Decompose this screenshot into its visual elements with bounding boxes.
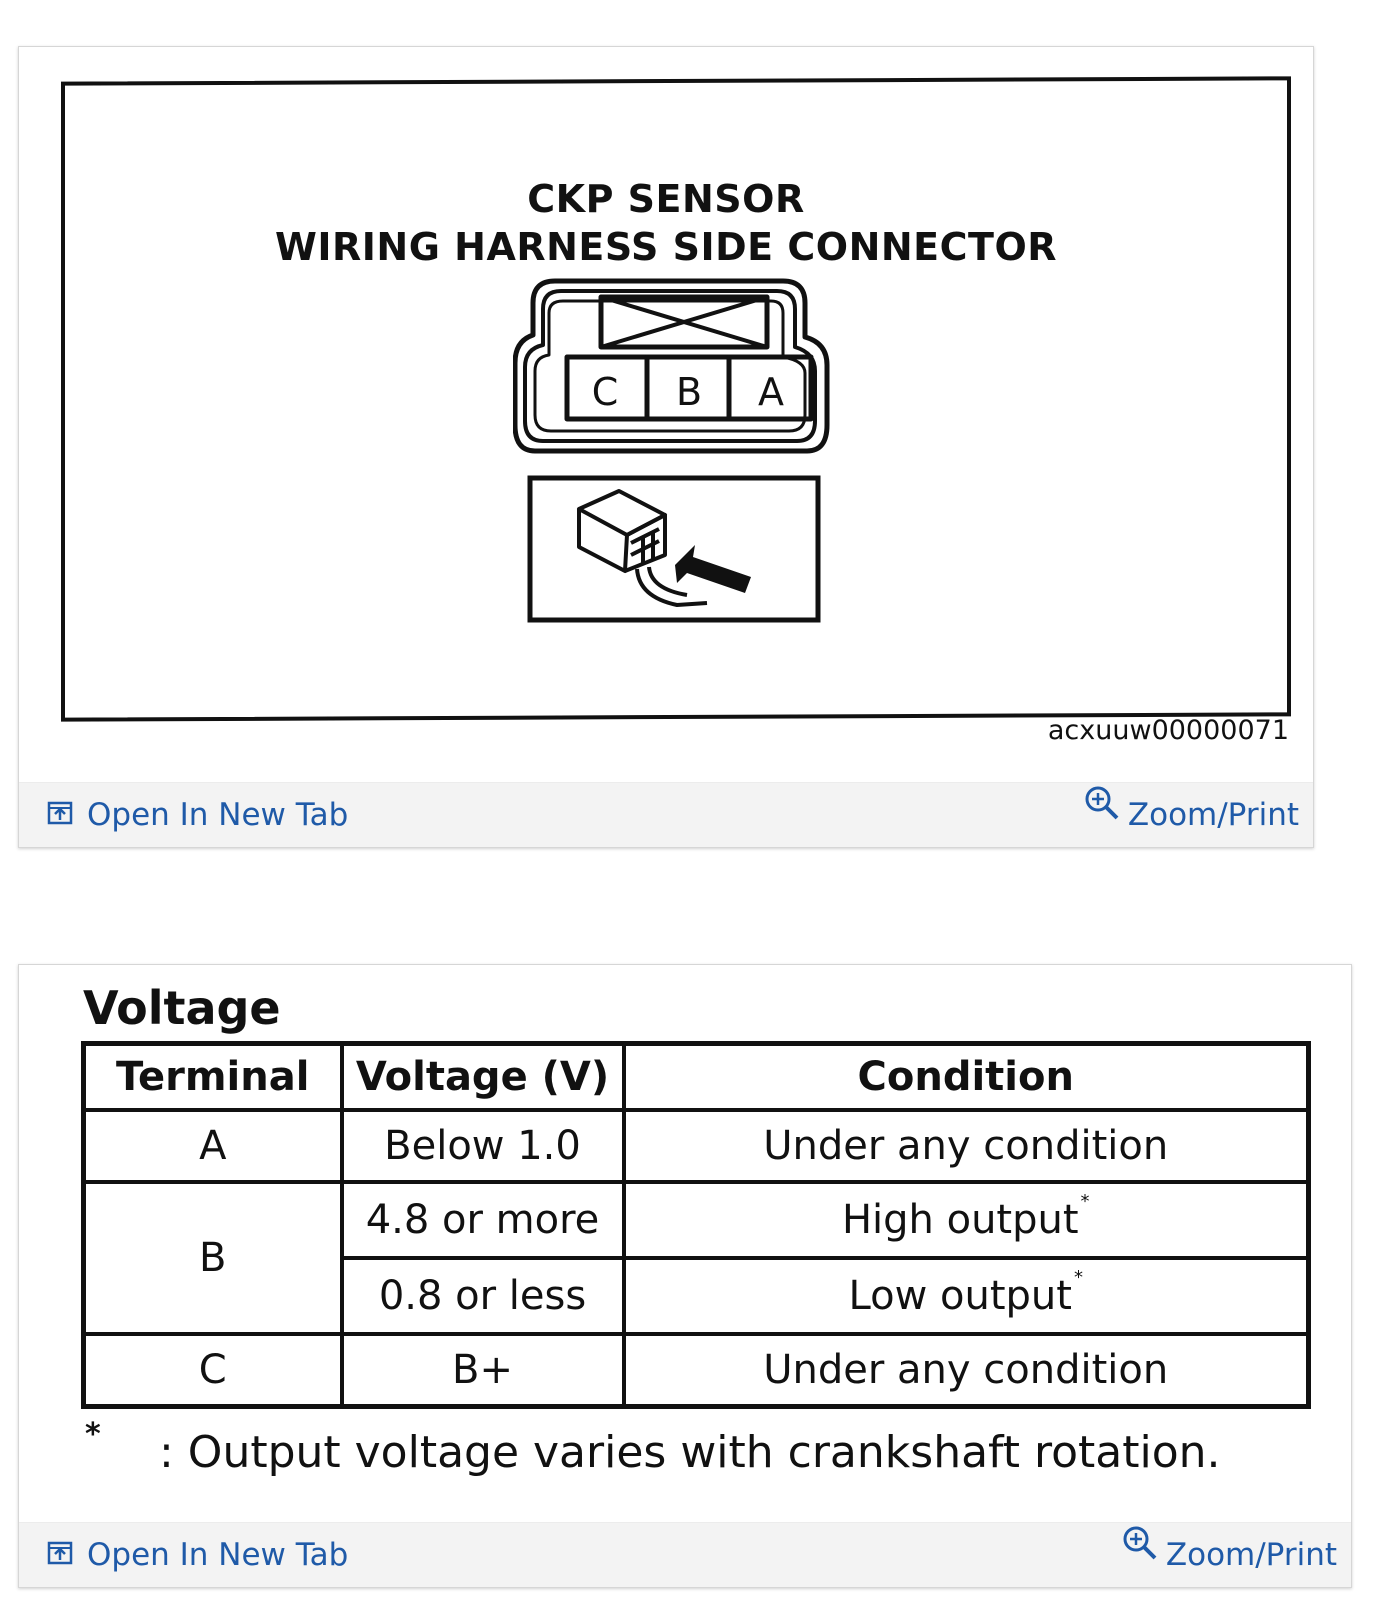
table-row: C B+ Under any condition — [81, 1332, 1311, 1409]
condition-cell: High output* — [621, 1180, 1311, 1260]
header-terminal: Terminal — [81, 1041, 344, 1112]
terminal-cell: C — [81, 1332, 344, 1409]
voltage-cell: B+ — [339, 1332, 626, 1409]
header-condition: Condition — [621, 1041, 1311, 1112]
footnote-marker: * — [1073, 1267, 1083, 1288]
condition-text: Low output — [848, 1273, 1072, 1319]
image-reference-code: acxuuw00000071 — [1047, 715, 1289, 746]
terminal-label-a: A — [758, 370, 784, 414]
magnifier-zoom-icon — [1084, 785, 1120, 829]
voltage-table: Terminal Voltage (V) Condition A Below 1… — [81, 1041, 1311, 1409]
table-row: B 4.8 or more High output* — [81, 1180, 1311, 1336]
open-new-tab-icon — [47, 1537, 73, 1573]
table-row: 0.8 or less Low output* — [84, 1256, 1311, 1336]
diagram-card-footer: Open In New Tab Zoom/Print — [19, 782, 1313, 847]
connector-illustration: C B A — [513, 278, 830, 454]
voltage-cell: 4.8 or more — [339, 1180, 626, 1260]
voltage-cell: 0.8 or less — [339, 1256, 626, 1336]
footnote-marker: * — [1080, 1191, 1090, 1212]
diagram-card: CKP SENSOR WIRING HARNESS SIDE CONNECTOR… — [18, 46, 1314, 848]
voltage-cell: Below 1.0 — [339, 1108, 626, 1184]
magnifier-zoom-icon — [1122, 1525, 1158, 1569]
diagram-title-line1: CKP SENSOR — [527, 177, 805, 221]
voltage-card-footer: Open In New Tab Zoom/Print — [19, 1522, 1351, 1587]
open-in-new-tab-label: Open In New Tab — [87, 797, 349, 833]
condition-cell: Under any condition — [621, 1332, 1311, 1409]
probe-direction-illustration — [527, 475, 821, 623]
voltage-card: Voltage Terminal Voltage (V) Condition A… — [18, 964, 1352, 1588]
terminal-cell: B — [81, 1180, 344, 1336]
zoom-print-link[interactable]: Zoom/Print — [1122, 1523, 1337, 1587]
diagram-title-line2: WIRING HARNESS SIDE CONNECTOR — [274, 225, 1058, 269]
zoom-print-link[interactable]: Zoom/Print — [1084, 783, 1299, 847]
terminal-cell: A — [81, 1108, 344, 1184]
open-in-new-tab-link[interactable]: Open In New Tab — [47, 1523, 348, 1587]
condition-cell: Under any condition — [621, 1108, 1311, 1184]
terminal-label-c: C — [592, 370, 619, 414]
open-new-tab-icon — [47, 797, 73, 833]
voltage-table-title: Voltage — [83, 981, 281, 1035]
footnote-marker: * — [85, 1417, 101, 1452]
header-voltage: Voltage (V) — [339, 1041, 626, 1112]
zoom-print-label: Zoom/Print — [1127, 797, 1299, 833]
condition-cell: Low output* — [621, 1256, 1311, 1336]
table-header-row: Terminal Voltage (V) Condition — [81, 1041, 1311, 1112]
zoom-print-label: Zoom/Print — [1165, 1537, 1337, 1573]
table-row: A Below 1.0 Under any condition — [81, 1108, 1311, 1184]
open-in-new-tab-label: Open In New Tab — [87, 1537, 349, 1573]
footnote-text: : Output voltage varies with crankshaft … — [159, 1427, 1221, 1478]
open-in-new-tab-link[interactable]: Open In New Tab — [47, 783, 348, 847]
terminal-label-b: B — [676, 370, 702, 414]
condition-text: High output — [841, 1197, 1079, 1243]
